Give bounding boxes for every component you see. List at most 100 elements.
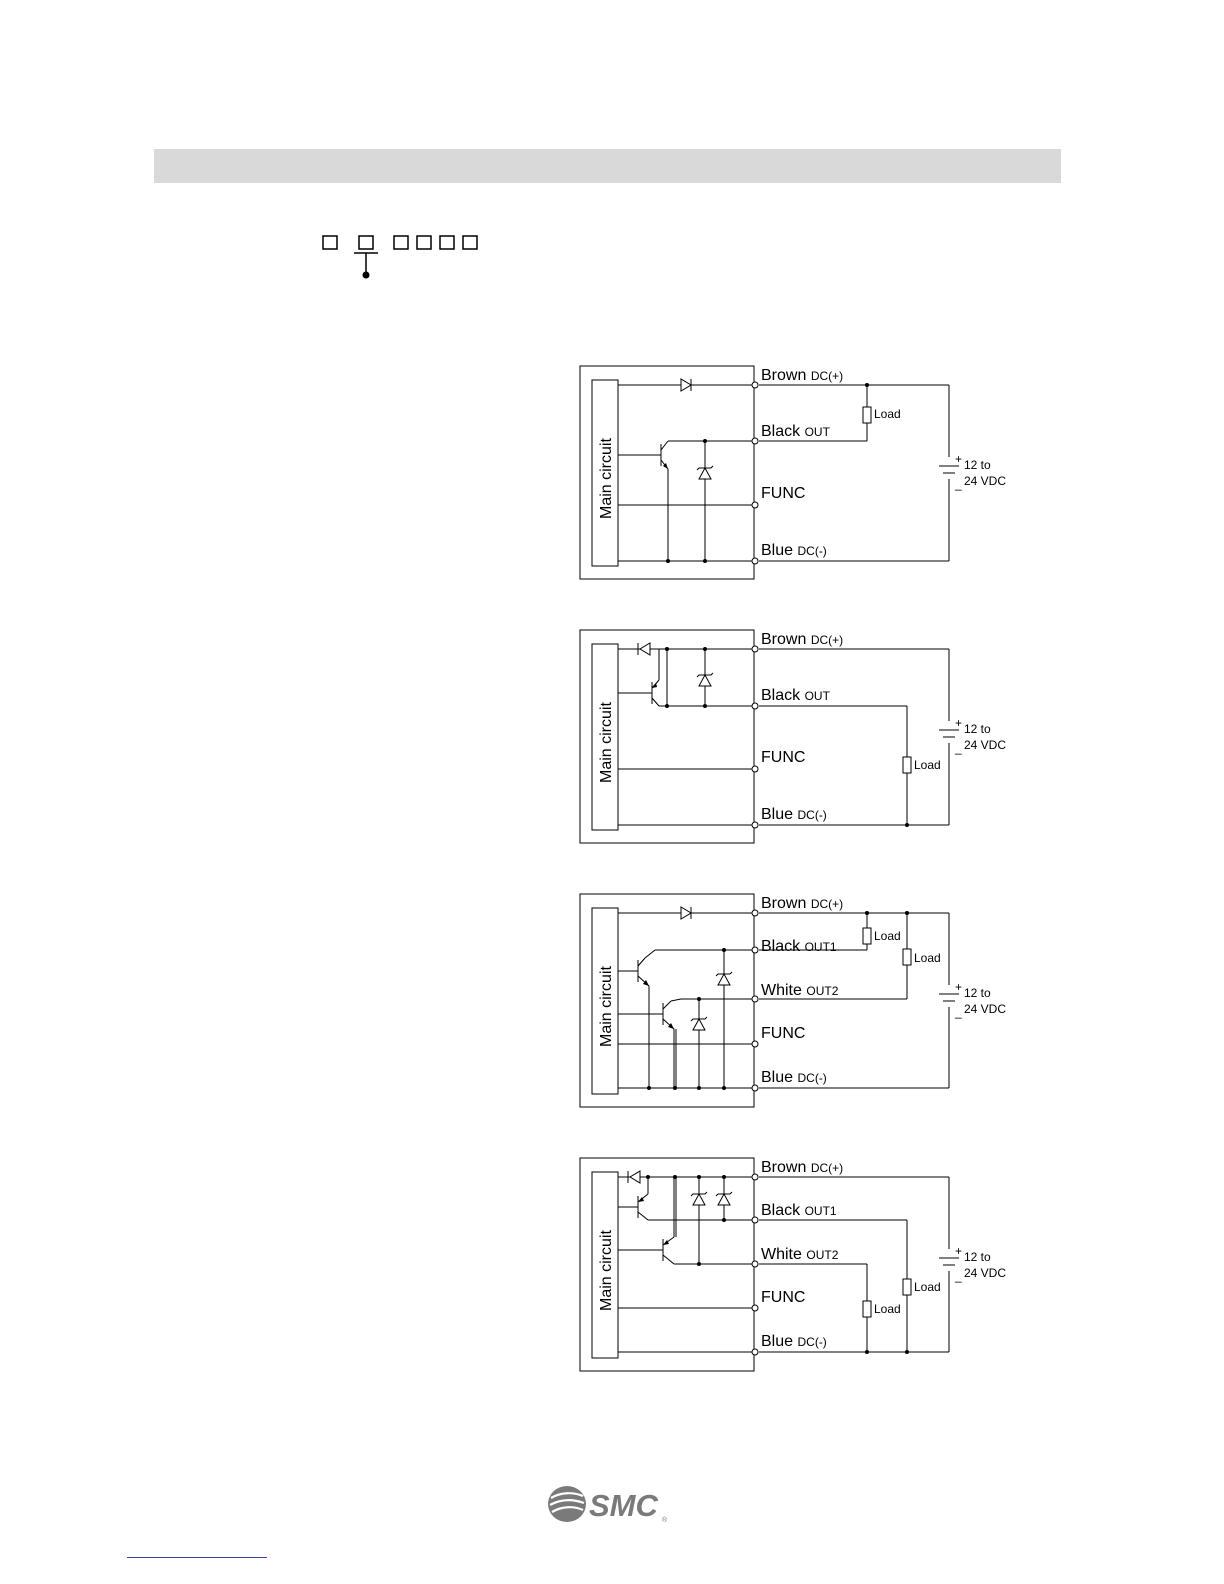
signal-label: DC(+)	[811, 1161, 843, 1175]
terminal-blue	[751, 1084, 759, 1092]
signal-label: OUT1	[805, 1204, 837, 1218]
supply-minus: _	[954, 1269, 962, 1283]
wire-label: White	[761, 1246, 802, 1263]
terminal-blue	[751, 1348, 759, 1356]
code-box	[393, 235, 409, 250]
wire-label: Black	[761, 687, 801, 704]
svg-text:Black OUT1: Black OUT1	[761, 938, 837, 955]
terminal-func	[751, 1040, 759, 1048]
wire-label: Brown	[761, 1159, 806, 1176]
wire-label: Blue	[761, 1333, 793, 1350]
circuit-diagram-pnp-single: Main circuit Brown DC(+) Black OUT FUNC …	[575, 626, 1035, 848]
supply-plus: +	[955, 980, 962, 994]
terminal-brown	[751, 909, 759, 917]
signal-label: OUT	[805, 689, 831, 703]
signal-label: OUT	[805, 425, 831, 439]
footer-link-underline[interactable]	[127, 1557, 267, 1558]
signal-label: FUNC	[761, 1025, 805, 1042]
main-circuit-label: Main circuit	[598, 1230, 615, 1311]
registered-mark: ®	[662, 1516, 668, 1524]
svg-text:Brown DC(+): Brown DC(+)	[761, 367, 843, 384]
code-box	[439, 235, 455, 250]
supply-voltage-line2: 24 VDC	[964, 1266, 1006, 1280]
wire-label: Brown	[761, 895, 806, 912]
signal-label: DC(-)	[797, 1335, 826, 1349]
signal-label: DC(-)	[797, 808, 826, 822]
terminal-brown	[751, 1173, 759, 1181]
code-box	[416, 235, 432, 250]
svg-text:FUNC: FUNC	[761, 1025, 805, 1042]
svg-text:White OUT2: White OUT2	[761, 982, 839, 999]
smc-logo-text: SMC	[589, 1488, 659, 1523]
signal-label: DC(-)	[797, 544, 826, 558]
code-box	[462, 235, 478, 250]
wire-label: White	[761, 982, 802, 999]
supply-voltage-line1: 12 to	[964, 1250, 991, 1264]
svg-text:FUNC: FUNC	[761, 749, 805, 766]
signal-label: OUT2	[806, 984, 838, 998]
svg-text:FUNC: FUNC	[761, 485, 805, 502]
supply-minus: _	[954, 1005, 962, 1019]
circuit-diagram-npn-single: Main circuit Brown DC(+) Black OUT FUNC …	[575, 362, 1035, 584]
wire-label: Brown	[761, 367, 806, 384]
supply-voltage-line2: 24 VDC	[964, 738, 1006, 752]
wire-label: Blue	[761, 1069, 793, 1086]
terminal-white	[751, 995, 759, 1003]
terminal-brown	[751, 645, 759, 653]
terminal-func	[751, 1304, 759, 1312]
supply-voltage-line1: 12 to	[964, 986, 991, 1000]
signal-label: FUNC	[761, 485, 805, 502]
signal-label: OUT2	[806, 1248, 838, 1262]
load-label: Load	[914, 1280, 941, 1294]
supply-plus: +	[955, 452, 962, 466]
svg-text:Blue DC(-): Blue DC(-)	[761, 1069, 827, 1086]
svg-text:Black OUT1: Black OUT1	[761, 1202, 837, 1219]
code-box	[358, 235, 374, 250]
load-label: Load	[914, 951, 941, 965]
load-label: Load	[874, 1302, 901, 1316]
main-circuit-label: Main circuit	[598, 438, 615, 519]
svg-text:Black OUT: Black OUT	[761, 687, 831, 704]
supply-plus: +	[955, 716, 962, 730]
supply-voltage-line1: 12 to	[964, 458, 991, 472]
circuit-diagram-npn-dual: Main circuit Brown DC(+) Black OUT1 Whit…	[575, 890, 1035, 1112]
terminal-blue	[751, 821, 759, 829]
terminal-brown	[751, 381, 759, 389]
signal-label: FUNC	[761, 749, 805, 766]
terminal-func	[751, 501, 759, 509]
load-label: Load	[914, 758, 941, 772]
signal-label: DC(-)	[797, 1071, 826, 1085]
signal-label: FUNC	[761, 1289, 805, 1306]
terminal-black	[751, 1216, 759, 1224]
smc-logo: SMC ®	[547, 1484, 672, 1524]
wire-label: Blue	[761, 542, 793, 559]
terminal-func	[751, 765, 759, 773]
code-pointer-dot	[362, 271, 370, 279]
signal-label: DC(+)	[811, 369, 843, 383]
svg-text:Brown DC(+): Brown DC(+)	[761, 1159, 843, 1176]
svg-text:Brown DC(+): Brown DC(+)	[761, 895, 843, 912]
terminal-black	[751, 437, 759, 445]
signal-label: DC(+)	[811, 633, 843, 647]
wire-label: Black	[761, 1202, 801, 1219]
supply-voltage-line2: 24 VDC	[964, 1002, 1006, 1016]
signal-label: OUT1	[805, 940, 837, 954]
svg-text:White OUT2: White OUT2	[761, 1246, 839, 1263]
wire-label: Blue	[761, 806, 793, 823]
svg-text:Blue DC(-): Blue DC(-)	[761, 806, 827, 823]
supply-voltage-line2: 24 VDC	[964, 474, 1006, 488]
wire-label: Brown	[761, 631, 806, 648]
circuit-diagram-pnp-dual: Main circuit Brown DC(+) Black OUT1 Whit…	[575, 1154, 1035, 1376]
svg-text:FUNC: FUNC	[761, 1289, 805, 1306]
load-label: Load	[874, 929, 901, 943]
main-circuit-label: Main circuit	[598, 702, 615, 783]
terminal-blue	[751, 557, 759, 565]
signal-label: DC(+)	[811, 897, 843, 911]
terminal-black	[751, 702, 759, 710]
part-number-code	[320, 232, 500, 292]
svg-text:Blue DC(-): Blue DC(-)	[761, 542, 827, 559]
main-circuit-label: Main circuit	[598, 966, 615, 1047]
svg-text:Brown DC(+): Brown DC(+)	[761, 631, 843, 648]
supply-voltage-line1: 12 to	[964, 722, 991, 736]
terminal-black	[751, 946, 759, 954]
